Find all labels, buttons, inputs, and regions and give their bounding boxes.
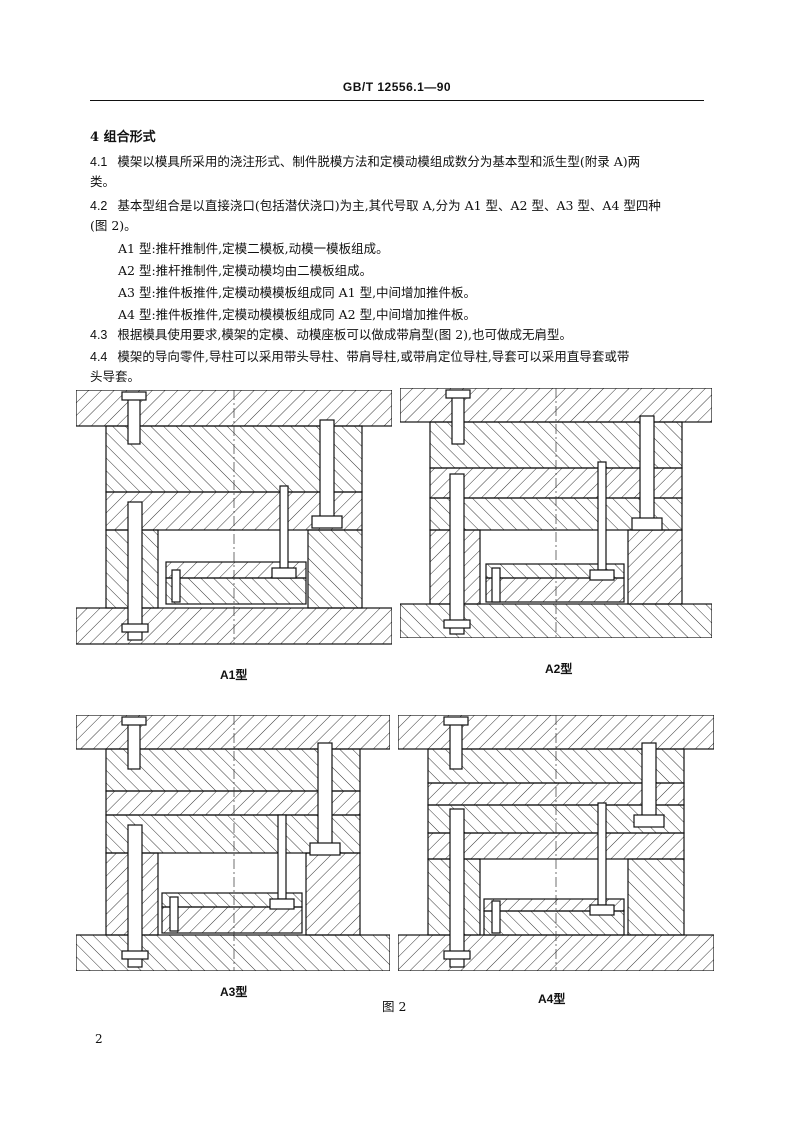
figure-caption: 图 2 [382, 999, 407, 1014]
clause-text-cont: (图 2)。 [90, 218, 137, 233]
clause-number: 4.3 [90, 328, 108, 342]
clause-number: 4.4 [90, 350, 108, 364]
clause-4-3: 4.3 根据模具使用要求,模架的定模、动模座板可以做成带肩型(图 2),也可做成无… [90, 325, 706, 345]
clause-text-cont: 类。 [90, 174, 116, 189]
clause-text-cont: 头导套。 [90, 369, 141, 384]
clause-text: 根据模具使用要求,模架的定模、动模座板可以做成带肩型(图 2),也可做成无肩型。 [117, 327, 573, 342]
standard-code: GB/T 12556.1—90 [342, 80, 452, 94]
figure-label-a4: A4型 [538, 992, 566, 1006]
mold-drawing-a3 [76, 715, 390, 971]
type-a1-desc: A1 型:推杆推制件,定模二模板,动模一模板组成。 [118, 241, 389, 256]
figure-label-a1: A1型 [220, 668, 248, 682]
clause-4-2: 4.2 基本型组合是以直接浇口(包括潜伏浇口)为主,其代号取 A,分为 A1 型、… [90, 196, 706, 236]
clause-text: 模架以模具所采用的浇注形式、制件脱模方法和定模动模组成数分为基本型和派生型(附录… [117, 154, 641, 169]
page-number: 2 [95, 1032, 103, 1046]
type-a3-desc: A3 型:推件板推件,定模动模模板组成同 A1 型,中间增加推件板。 [118, 285, 477, 300]
mold-drawing-a4 [398, 715, 714, 971]
figure-label-a2: A2型 [545, 662, 573, 676]
clause-4-1: 4.1 模架以模具所采用的浇注形式、制件脱模方法和定模动模组成数分为基本型和派生型… [90, 152, 706, 192]
section-title: 4 组合形式 [90, 130, 156, 145]
clause-text: 基本型组合是以直接浇口(包括潜伏浇口)为主,其代号取 A,分为 A1 型、A2 … [117, 198, 661, 213]
clause-number: 4.2 [90, 199, 108, 213]
clause-text: 模架的导向零件,导柱可以采用带头导柱、带肩导柱,或带肩定位导柱,导套可以采用直导… [117, 349, 630, 364]
figure-label-a3: A3型 [220, 985, 248, 999]
type-a2-desc: A2 型:推杆推制件,定模动模均由二模板组成。 [118, 263, 373, 278]
clause-4-4: 4.4 模架的导向零件,导柱可以采用带头导柱、带肩导柱,或带肩定位导柱,导套可以采… [90, 347, 706, 387]
mold-drawing-a2 [400, 388, 712, 638]
type-a4-desc: A4 型:推件板推件,定模动模模板组成同 A2 型,中间增加推件板。 [118, 307, 477, 322]
mold-drawing-a1 [76, 390, 392, 645]
header-rule [90, 100, 704, 101]
clause-number: 4.1 [90, 155, 108, 169]
